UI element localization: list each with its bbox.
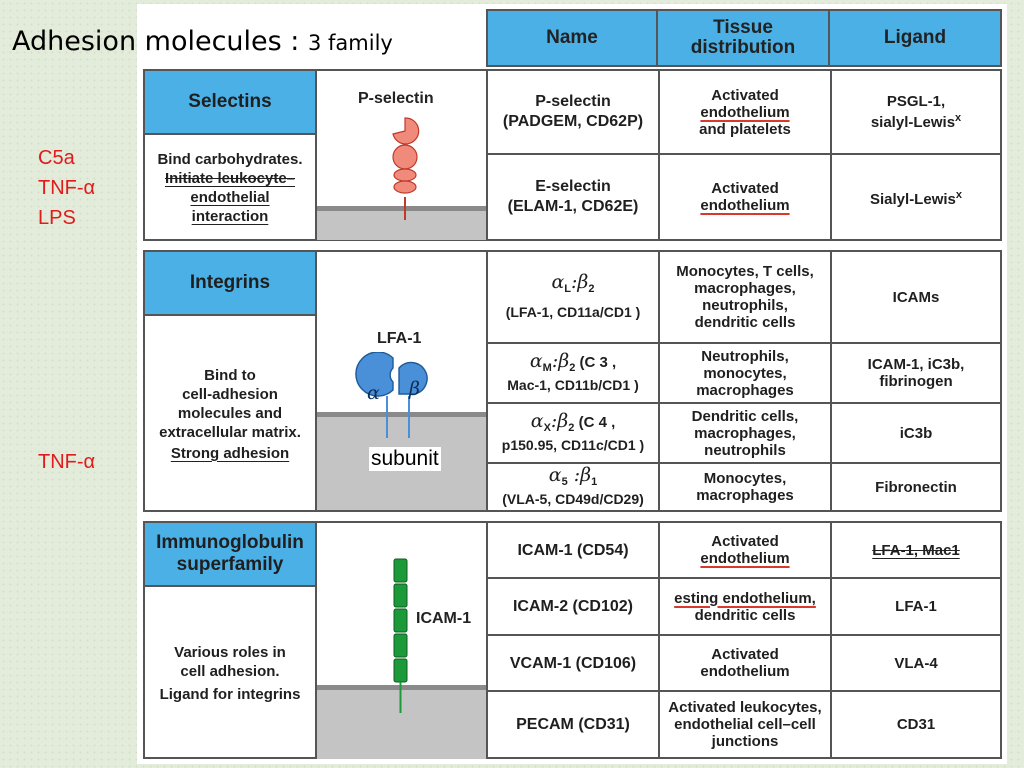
p-selectin-structure-icon [317,117,486,240]
ig-row-2-name: ICAM-2 (CD102) [512,598,633,615]
ig-row-divider-2 [486,634,1002,636]
side-label-lps: LPS [38,207,76,229]
beta-subunit-label: β [409,378,420,400]
integrins-left-divider [315,250,317,512]
integrin-row-4-name: α5 :β1 (VLA-5, CD49d/CD29) [502,464,644,508]
selectins-description: Bind carbohydrates. Initiate leukocyte– … [157,151,303,225]
ig-row-divider-3 [486,690,1002,692]
ig-description: Various roles in cell adhesion. Ligand f… [159,643,301,703]
integrin-row-4-ligand: Fibronectin [875,478,957,496]
ig-frame [143,521,1002,759]
icam-1-structure-icon [317,558,486,759]
selectins-row-divider [486,153,1002,155]
integrin-row-1-tissue: Monocytes, T cells, macrophages, neutrop… [676,263,814,331]
header-ligand: Ligand [883,27,947,48]
integrin-row-4-tissue: Monocytes, macrophages [696,470,794,504]
ig-row-1-name: ICAM-1 (CD54) [517,541,629,559]
integrin-row-3-tissue: Dendritic cells, macrophages, neutrophil… [691,407,799,459]
selectin-row-2-ligand: Sialyl-Lewisx [870,188,962,208]
header-frame [486,9,1002,67]
lfa-1-structure-label: LFA-1 [377,330,422,347]
ig-row-3-tissue: Activated endothelium [700,646,790,680]
ig-row-2-ligand: LFA-1 [895,598,937,615]
selectin-row-2-name: E-selectin (ELAM-1, CD62E) [507,178,639,215]
p-selectin-structure-label: P-selectin [358,90,434,107]
integrins-row-divider-1 [486,342,1002,344]
integrins-row-divider-3 [486,462,1002,464]
integrin-row-2-tissue: Neutrophils, monocytes, macrophages [696,347,794,399]
ig-row-1-tissue: Activated endothelium [700,533,790,567]
selectins-frame [143,69,1002,241]
selectin-row-1-ligand: PSGL-1, sialyl-Lewisx [870,93,962,131]
integrin-row-1-name: αL:β2 (LFA-1, CD11a/CD1 ) [505,271,641,321]
side-label-c5a: C5a [38,147,75,169]
integrin-row-1-ligand: ICAMs [892,288,940,306]
header-tissue: Tissue distribution [658,11,830,65]
icam-1-structure-label: ICAM-1 [416,610,472,627]
side-label-tnf-alpha-1: TNF-α [38,177,96,199]
ig-family-title: Immunoglobulin superfamily [145,523,315,587]
integrin-row-2-name: αM:β2 (C 3 , Mac-1, CD11b/CD1 ) [507,350,639,394]
ig-col-divider-1 [658,521,660,759]
selectins-col-divider-2 [830,69,832,241]
integrins-row-divider-2 [486,402,1002,404]
selectin-row-2-tissue: Activated endothelium [700,180,790,214]
side-label-tnf-alpha-2: TNF-α [38,451,96,473]
ig-row-3-ligand: VLA-4 [894,654,938,672]
integrin-row-2-ligand: ICAM-1, iC3b, fibrinogen [867,356,965,390]
subunit-annotation: subunit [369,447,441,471]
selectins-mid-divider [486,69,488,241]
lfa-1-structure-icon [317,352,486,510]
ig-row-1-ligand: LFA-1, Mac1 [872,541,960,559]
integrin-row-3-ligand: iC3b [899,424,933,442]
ig-row-4-tissue: Activated leukocytes, endothelial cell–c… [668,699,822,750]
selectins-left-divider [315,69,317,241]
selectin-row-1-tissue: Activated endothelium and platelets [699,86,791,138]
selectins-family-title: Selectins [145,71,315,135]
ig-left-divider [315,521,317,759]
integrin-row-3-name: αX:β2 (C 4 , p150.95, CD11c/CD1 ) [501,410,645,454]
selectin-row-1-name: P-selectin (PADGEM, CD62P) [502,93,644,130]
integrins-description: Bind to cell-adhesion molecules and extr… [159,366,301,462]
adhesion-figure: Name Tissue distribution Ligand Selectin… [137,4,1007,764]
ig-row-4-name: PECAM (CD31) [516,716,630,733]
ig-row-3-name: VCAM-1 (CD106) [509,654,637,672]
selectins-col-divider-1 [658,69,660,241]
header-name: Name [488,11,658,65]
integrins-frame [143,250,1002,512]
integrins-col-divider-1 [658,250,660,512]
ig-row-2-tissue: esting endothelium, dendritic cells [674,589,816,624]
ig-col-divider-2 [830,521,832,759]
ig-mid-divider [486,521,488,759]
slide-title: Adhesion molecules : 3 family [12,26,393,57]
ig-row-4-ligand: CD31 [896,716,936,733]
integrins-col-divider-2 [830,250,832,512]
alpha-subunit-label: α [367,382,380,404]
integrins-mid-divider [486,250,488,512]
integrins-family-title: Integrins [145,252,315,316]
ig-row-divider-1 [486,577,1002,579]
